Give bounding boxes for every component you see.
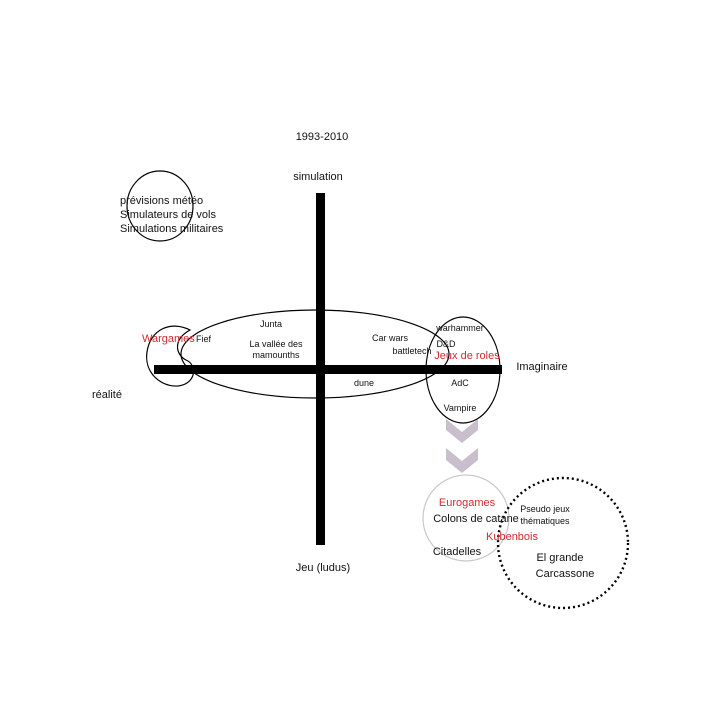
simulation-item: Simulations militaires (120, 223, 224, 235)
game-label: Car wars (372, 333, 409, 343)
horizontal-axis (154, 365, 502, 374)
chart-title: 1993-2010 (296, 131, 349, 143)
game-label: El grande (536, 552, 583, 564)
chevron-down-icon (446, 448, 478, 473)
wargames-label: Wargames (142, 333, 195, 345)
game-label: battletech (392, 346, 431, 356)
game-label: Junta (260, 319, 282, 329)
wargames-group-ellipse (180, 309, 450, 399)
wargames-small-circle (146, 325, 195, 387)
game-label: dune (354, 378, 374, 388)
simulation-item: prévisions météo (120, 195, 203, 207)
game-label: La vallée des (249, 339, 303, 349)
jeux-de-roles-label: Jeux de roles (434, 350, 500, 362)
pseudo-jeux-label: thématiques (520, 516, 570, 526)
simulation-item: Simulateurs de vols (120, 209, 216, 221)
eurogames-circle (422, 474, 510, 562)
pseudo-jeux-circle (496, 476, 630, 610)
axis-label-right: Imaginaire (516, 361, 567, 373)
pseudo-jeux-label: Pseudo jeux (520, 504, 570, 514)
game-label: Citadelles (433, 546, 482, 558)
simulation-group-circle (126, 170, 194, 242)
chevron-down-icon (446, 419, 478, 443)
jeux-de-roles-ellipse (425, 316, 501, 424)
game-label: Colons de catane (433, 513, 519, 525)
kubenbois-label: Kubenbois (486, 531, 538, 543)
game-label: Vampire (444, 403, 477, 413)
game-label: Carcassone (536, 568, 595, 580)
game-label: warhammer (435, 323, 484, 333)
game-label: mamounths (252, 350, 300, 360)
axis-label-bottom: Jeu (ludus) (296, 562, 350, 574)
axis-label-left: réalité (92, 389, 122, 401)
game-label: Fief (196, 334, 212, 344)
game-label: AdC (451, 378, 469, 388)
eurogames-label: Eurogames (439, 497, 496, 509)
game-label: D&D (436, 339, 456, 349)
axis-label-top: simulation (293, 171, 343, 183)
